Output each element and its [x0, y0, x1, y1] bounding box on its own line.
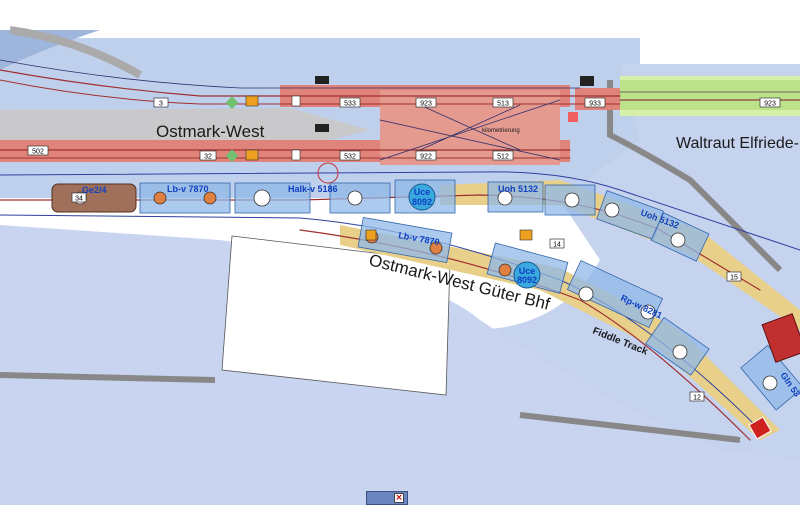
block-labels: 3 533 923 513 933 923 502 32 532 922 512… [27, 97, 781, 402]
buffer-stop [748, 416, 772, 440]
block-923b: 923 [764, 101, 776, 108]
block-15: 15 [730, 275, 738, 282]
block-933: 933 [589, 101, 601, 108]
block-922: 922 [420, 154, 432, 161]
station-name-main: Ostmark-West [156, 122, 265, 141]
block-923a: 923 [420, 101, 432, 108]
locomotive-ge24[interactable] [51, 183, 137, 213]
panel-border-right [607, 80, 783, 273]
station-name-right: Waltraut Elfriede- [676, 135, 799, 152]
block-34: 34 [75, 196, 83, 203]
block-32: 32 [204, 154, 212, 161]
block-532: 532 [344, 154, 356, 161]
block-12: 12 [693, 395, 701, 402]
block-3: 3 [159, 101, 163, 108]
block-512: 512 [497, 154, 509, 161]
platform-edge [0, 372, 216, 383]
close-button[interactable]: × [366, 491, 408, 505]
vehicle-uoh5132-label[interactable]: Uoh 5132 [498, 184, 538, 194]
top-left-panel [0, 30, 100, 70]
block-533: 533 [344, 101, 356, 108]
vehicle-ge24-label[interactable]: Ge2/4 [82, 185, 107, 195]
vehicle-markers [153, 183, 778, 391]
red-vehicle[interactable] [761, 313, 800, 363]
vehicle-halkv5186-label[interactable]: Halk-v 5186 [288, 184, 338, 194]
block-513: 513 [497, 101, 509, 108]
block-502: 502 [32, 149, 44, 156]
close-icon[interactable]: × [394, 493, 404, 503]
vehicle-uce-label[interactable]: Uce [414, 187, 431, 197]
km-label: kilometrierung [482, 128, 520, 134]
vehicle-8092b-label[interactable]: 8092 [517, 275, 537, 285]
vehicle-uce2-label[interactable]: Uce [519, 266, 536, 276]
vehicle-8092-label[interactable]: 8092 [412, 197, 432, 207]
panel-border-topleft [9, 26, 143, 79]
platform-edge-2 [519, 412, 741, 443]
vehicle-lbv7870-label[interactable]: Lb-v 7870 [167, 184, 209, 194]
block-14: 14 [553, 242, 561, 249]
signal-icons [225, 76, 594, 241]
selections [139, 179, 800, 411]
